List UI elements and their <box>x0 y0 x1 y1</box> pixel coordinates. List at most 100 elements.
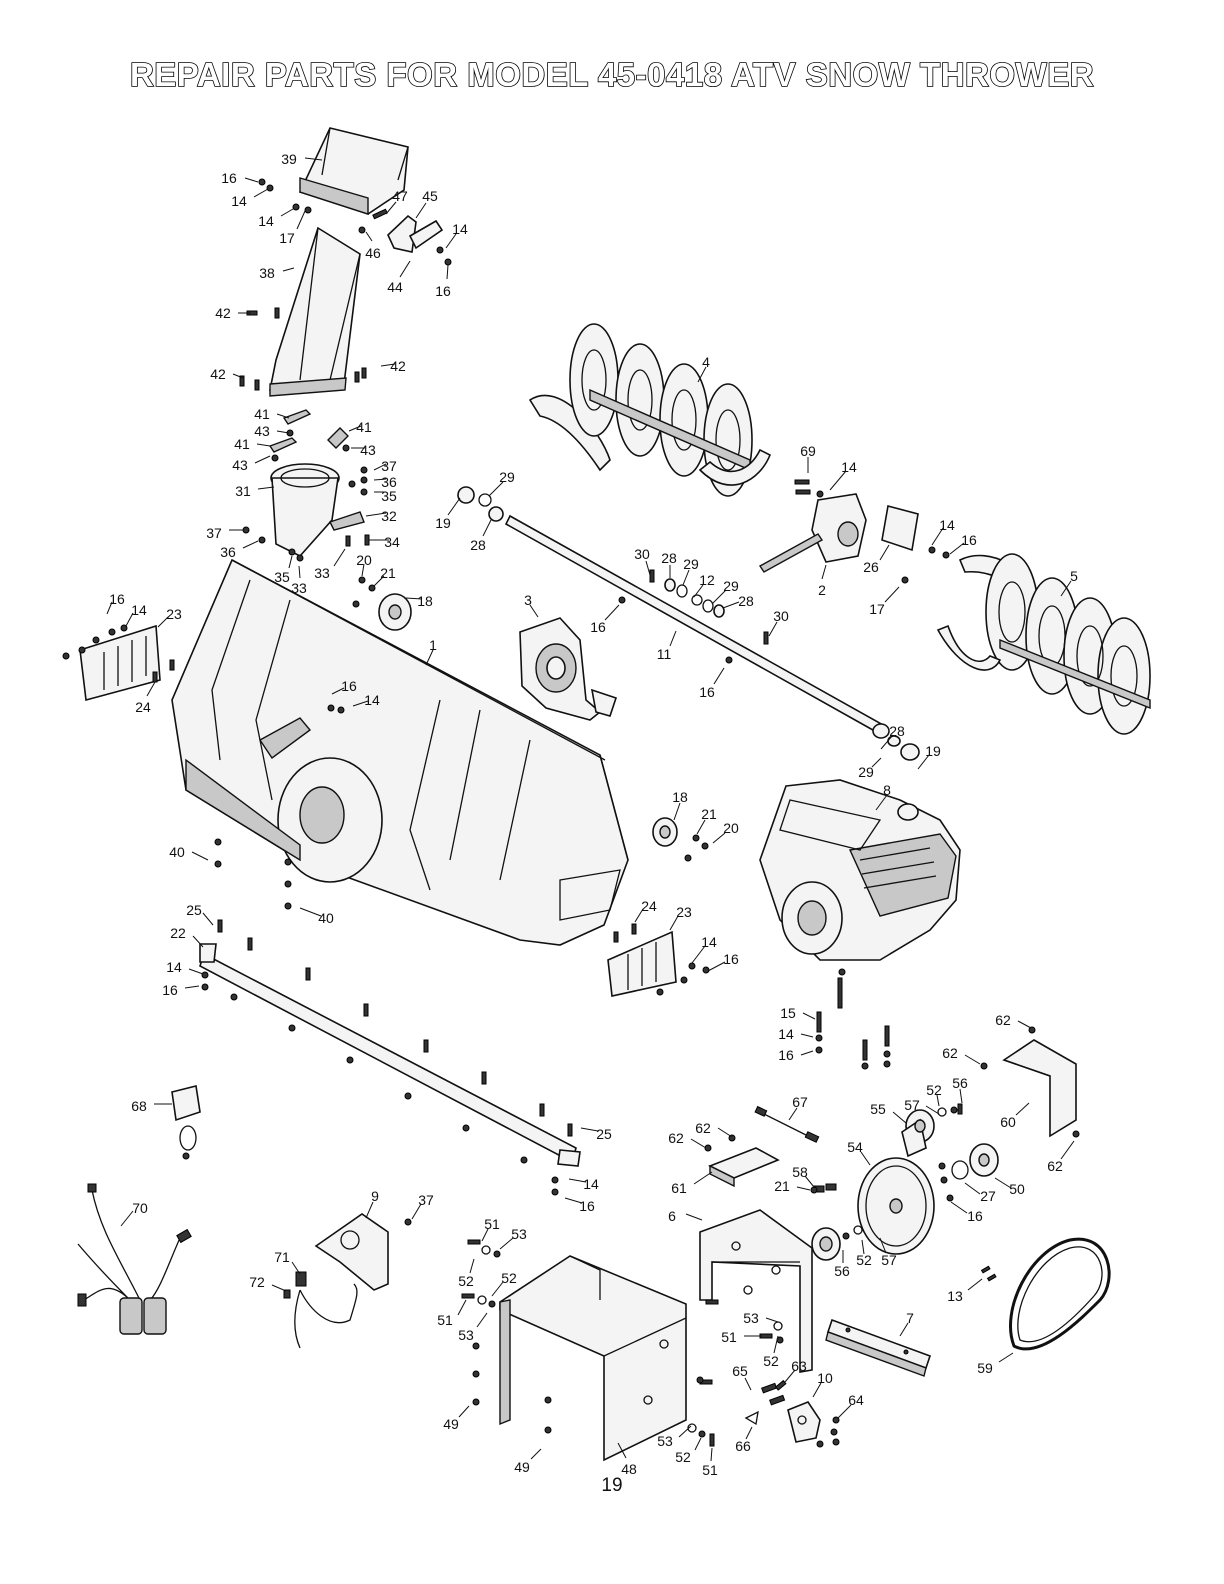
part-number-callout: 61 <box>671 1180 687 1196</box>
bearing-50 <box>951 1143 999 1180</box>
part-number-callout: 53 <box>657 1433 673 1449</box>
callout-leader <box>191 851 209 861</box>
part-number-callout: 10 <box>817 1370 833 1386</box>
callout-leader <box>860 1151 871 1166</box>
part-number-callout: 49 <box>514 1459 530 1475</box>
part-number-callout: 11 <box>657 646 672 662</box>
callout-leader <box>399 260 411 278</box>
part-number-callout: 53 <box>458 1327 474 1343</box>
callout-leader <box>879 544 890 561</box>
callout-leader <box>361 563 365 577</box>
part-number-callout: 41 <box>356 419 372 435</box>
callout-leader <box>829 470 847 491</box>
callout-leader <box>373 478 387 481</box>
part-number-callout: 14 <box>841 459 857 475</box>
shaft-hardware <box>618 569 769 664</box>
part-number-callout: 59 <box>977 1360 993 1376</box>
part-number-callout: 16 <box>435 283 451 299</box>
part-number-callout: 42 <box>210 366 226 382</box>
part-number-callout: 48 <box>621 1461 637 1477</box>
callout-leader <box>1015 1102 1030 1116</box>
part-number-callout: 14 <box>939 517 955 533</box>
part-number-callout: 38 <box>259 265 275 281</box>
callout-leader <box>959 1088 963 1104</box>
part-number-callout: 50 <box>1009 1181 1025 1197</box>
callout-leader <box>796 1186 811 1191</box>
part-number-callout: 51 <box>702 1462 718 1478</box>
callout-leader <box>276 430 290 434</box>
callout-leader <box>446 264 449 280</box>
callout-leader <box>481 1228 489 1242</box>
callout-leader <box>745 1426 753 1440</box>
callout-leader <box>385 201 397 215</box>
part-number-callout: 54 <box>847 1139 863 1155</box>
part-number-callout: 28 <box>470 537 486 553</box>
part-number-callout: 49 <box>443 1416 459 1432</box>
callout-leader <box>106 601 113 615</box>
part-number-callout: 43 <box>254 423 270 439</box>
chute-keepers <box>268 409 350 462</box>
callout-leader <box>257 486 275 490</box>
belt-guard <box>980 1026 1080 1138</box>
part-number-callout: 51 <box>437 1312 453 1328</box>
part-number-callout: 52 <box>926 1082 942 1098</box>
part-number-callout: 52 <box>501 1270 517 1286</box>
callout-leader <box>884 586 900 603</box>
part-number-callout: 16 <box>341 678 357 694</box>
callout-leader <box>634 908 644 923</box>
part-number-callout: 43 <box>232 457 248 473</box>
callout-leader <box>488 481 504 497</box>
callout-leader <box>146 681 156 697</box>
part-number-callout: 16 <box>579 1198 595 1214</box>
callout-leader <box>184 985 200 989</box>
callout-leader <box>875 794 888 811</box>
callout-leader <box>800 1050 814 1056</box>
callout-leader <box>568 1178 587 1183</box>
part-number-callout: 30 <box>634 546 650 562</box>
part-number-callout: 16 <box>723 951 739 967</box>
callout-leader <box>405 597 423 600</box>
pulley-55 <box>901 1103 963 1158</box>
part-number-callout: 21 <box>701 806 717 822</box>
drive-belt <box>1009 1237 1111 1351</box>
callout-leader <box>931 527 944 546</box>
part-number-callout: 28 <box>738 593 754 609</box>
engine <box>759 779 961 1009</box>
callout-leader <box>713 667 725 685</box>
callout-leader <box>837 1404 852 1419</box>
callout-leader <box>697 366 707 383</box>
part-number-callout: 13 <box>947 1288 963 1304</box>
callout-leader <box>476 1312 488 1328</box>
callout-leader <box>925 1105 940 1115</box>
part-number-callout: 31 <box>235 483 251 499</box>
mounting-bracket-9 <box>314 1213 412 1291</box>
part-number-callout: 57 <box>904 1097 920 1113</box>
part-number-callout: 24 <box>135 699 151 715</box>
part-number-callout: 37 <box>418 1192 434 1208</box>
callout-leader <box>365 231 373 242</box>
part-number-callout: 64 <box>848 1392 864 1408</box>
part-number-callout: 14 <box>364 692 380 708</box>
callout-leader <box>499 1237 514 1250</box>
callout-leader <box>1017 1020 1032 1029</box>
callout-leader <box>949 542 965 555</box>
part-number-callout: 42 <box>215 305 231 321</box>
callout-leader <box>445 233 457 249</box>
callout-leader <box>304 157 323 161</box>
part-number-callout: 23 <box>166 606 182 622</box>
callout-leader <box>253 188 269 198</box>
callout-leader <box>291 1261 301 1275</box>
part-number-callout: 16 <box>699 684 715 700</box>
callout-leader <box>936 1094 940 1107</box>
callout-leader <box>712 832 726 844</box>
callout-leader <box>469 1258 475 1274</box>
callout-leader <box>871 757 882 768</box>
callout-leader <box>744 1377 752 1391</box>
callout-leader <box>242 540 259 549</box>
callout-leader <box>288 555 293 569</box>
housing-hardware <box>214 838 292 910</box>
part-number-callout: 16 <box>221 170 237 186</box>
part-number-callout: 6 <box>668 1208 676 1224</box>
part-number-callout: 2 <box>818 582 826 598</box>
